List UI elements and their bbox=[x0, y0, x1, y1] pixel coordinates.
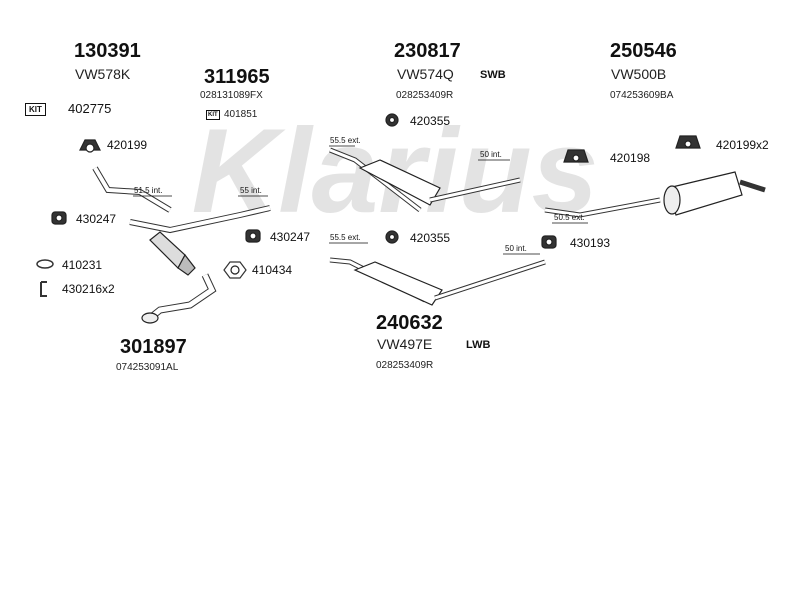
fitting-label-430216: 430216x2 bbox=[62, 282, 115, 296]
hanger-icon-420355a bbox=[385, 113, 399, 127]
part-number-311965: 311965 bbox=[204, 66, 270, 88]
swb-tag: SWB bbox=[480, 69, 506, 81]
fitting-label-410231: 410231 bbox=[62, 258, 103, 272]
fitting-label-430247a: 430247 bbox=[76, 212, 117, 226]
measure-label-5: 55.5 ext. bbox=[330, 233, 361, 242]
bracket-icon-430247b bbox=[245, 229, 261, 243]
fitting-label-420199: 420199 bbox=[107, 138, 148, 152]
part-ref-301897: 074253091AL bbox=[116, 362, 179, 373]
part-ref-230817: 028253409R bbox=[396, 90, 454, 101]
fitting-label-410434: 410434 bbox=[252, 263, 293, 277]
gasket-icon-410434 bbox=[223, 261, 247, 279]
hanger-icon-420198 bbox=[563, 149, 589, 163]
fitting-label-420355b: 420355 bbox=[410, 231, 451, 245]
clip-icon-430216 bbox=[40, 281, 47, 297]
part-number-240632: 240632 bbox=[376, 312, 443, 334]
ring-icon-410231 bbox=[36, 259, 54, 269]
bracket-icon-430193 bbox=[541, 235, 557, 249]
hanger-icon-420355b bbox=[385, 230, 399, 244]
fitting-label-420199x2: 420199x2 bbox=[716, 138, 769, 152]
bracket-icon-430247a bbox=[51, 211, 67, 225]
fitting-label-420355a: 420355 bbox=[410, 114, 451, 128]
kit-badge-1: KIT bbox=[25, 103, 46, 116]
part-ref-240632: 028253409R bbox=[376, 360, 434, 371]
part-number-250546: 250546 bbox=[610, 40, 677, 62]
part-ref-250546: 074253609BA bbox=[610, 90, 674, 101]
hanger-icon-420199x2 bbox=[675, 135, 701, 149]
part-code-230817: VW574Q bbox=[397, 66, 454, 82]
part-number-230817: 230817 bbox=[394, 40, 461, 62]
fitting-label-420198: 420198 bbox=[610, 151, 651, 165]
lwb-tag: LWB bbox=[466, 339, 491, 351]
part-number-130391: 130391 bbox=[74, 40, 141, 62]
measure-label-1: 51.5 int. bbox=[134, 186, 163, 195]
hanger-icon-420199 bbox=[79, 139, 101, 153]
middle-silencer-lwb bbox=[353, 261, 443, 306]
measure-label-4: 50 int. bbox=[480, 150, 502, 159]
catalyst bbox=[149, 231, 186, 269]
fitting-label-430193: 430193 bbox=[570, 236, 611, 250]
kit-badge-2: KIT bbox=[206, 110, 220, 120]
part-code-130391: VW578K bbox=[75, 66, 131, 82]
measure-label-7: 50.5 ext. bbox=[554, 213, 585, 222]
measure-label-3: 55.5 ext. bbox=[330, 136, 361, 145]
kit-number-401851: 401851 bbox=[224, 109, 258, 120]
part-code-250546: VW500B bbox=[611, 66, 667, 82]
part-number-301897: 301897 bbox=[120, 336, 187, 358]
kit-number-402775: 402775 bbox=[68, 101, 112, 116]
middle-silencer-swb bbox=[358, 159, 441, 206]
part-code-240632: VW497E bbox=[377, 336, 433, 352]
part-code-311965: 028131089FX bbox=[200, 90, 263, 101]
fitting-label-430247b: 430247 bbox=[270, 230, 311, 244]
measure-label-6: 50 int. bbox=[505, 244, 527, 253]
measure-label-2: 55 int. bbox=[240, 186, 262, 195]
